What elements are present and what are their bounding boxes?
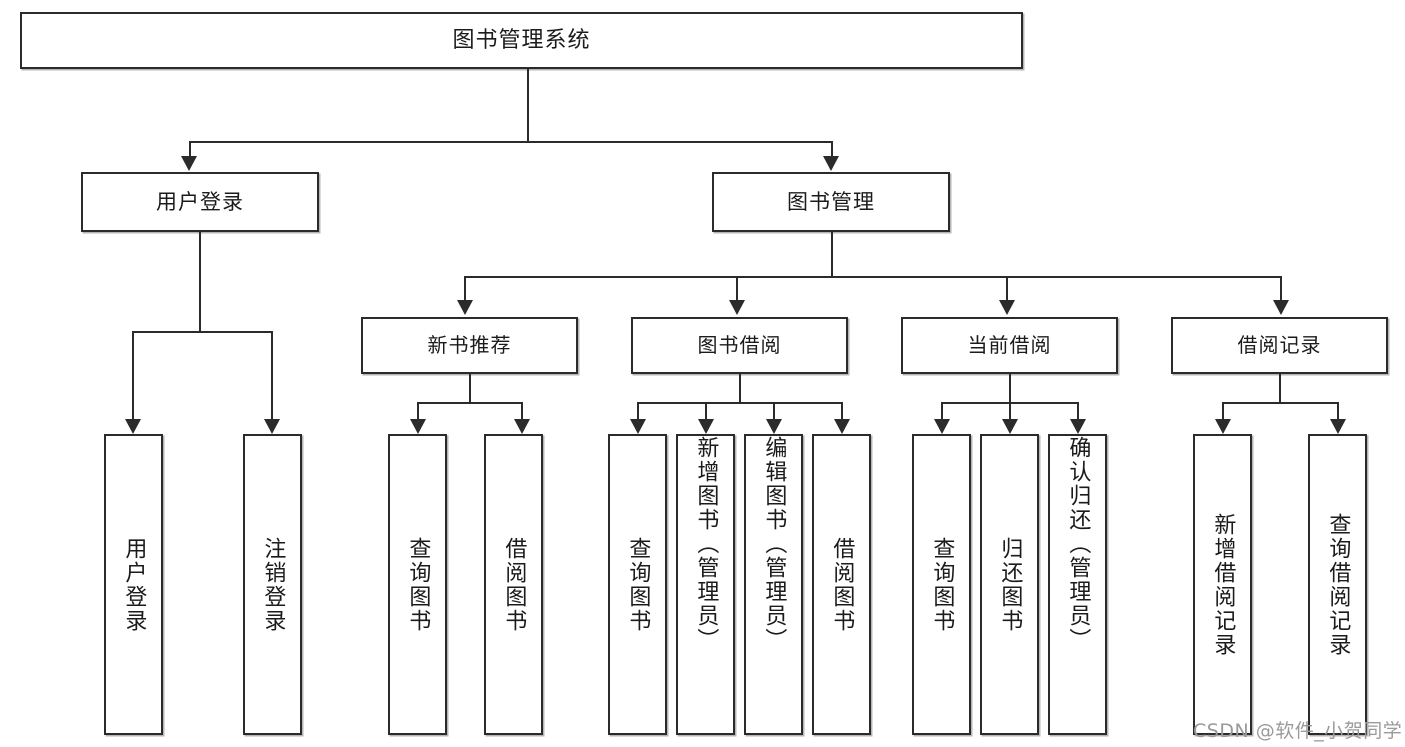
- arrowhead-current-borrow: [999, 300, 1015, 315]
- arrowhead-leaf-add-record: [1215, 419, 1231, 434]
- connector-book-management-bus: [464, 276, 1280, 278]
- arrowhead-leaf-query-book-1: [410, 419, 426, 434]
- connector-bb-drop-1: [637, 402, 639, 421]
- connector-bb-bus: [637, 402, 841, 404]
- connector-bm-drop-3: [1006, 276, 1008, 302]
- arrowhead-leaf-borrow-book-2: [834, 419, 850, 434]
- connector-br-drop-2: [1337, 402, 1339, 421]
- leaf-query-book-3[interactable]: 查询图书: [912, 434, 971, 735]
- arrowhead-leaf-query-record: [1330, 419, 1346, 434]
- connector-root-to-book-management: [831, 141, 833, 158]
- arrowhead-leaf-return-book: [1002, 419, 1018, 434]
- connector-nbr-drop-2: [521, 402, 523, 421]
- connector-bb-stem: [739, 374, 741, 402]
- connector-bm-drop-1: [464, 276, 466, 302]
- leaf-query-record-label: 查询借阅记录: [1325, 512, 1351, 657]
- connector-nbr-stem: [469, 374, 471, 402]
- arrowhead-leaf-add-book: [698, 419, 714, 434]
- arrowhead-leaf-confirm-return: [1070, 419, 1086, 434]
- leaf-borrow-book-1[interactable]: 借阅图书: [484, 434, 543, 735]
- leaf-return-book-label: 归还图书: [997, 536, 1023, 633]
- leaf-query-book-2[interactable]: 查询图书: [608, 434, 667, 735]
- connector-bb-drop-2: [705, 402, 707, 421]
- leaf-add-record[interactable]: 新增借阅记录: [1193, 434, 1252, 735]
- arrowhead-leaf-logout: [264, 419, 280, 434]
- connector-nbr-bus: [417, 402, 521, 404]
- connector-root-to-user-login: [189, 141, 191, 158]
- leaf-edit-book-label: 编辑图书（管理员）: [761, 436, 787, 652]
- arrowhead-leaf-query-book-2: [630, 419, 646, 434]
- node-user-login-label: 用户登录: [156, 189, 244, 214]
- arrowhead-leaf-query-book-3: [934, 419, 950, 434]
- leaf-query-book-3-label: 查询图书: [929, 536, 955, 633]
- leaf-query-book-1[interactable]: 查询图书: [388, 434, 447, 735]
- connector-root-bus: [189, 141, 831, 143]
- arrowhead-user-login: [181, 156, 197, 171]
- connector-cb-stem: [1009, 374, 1011, 402]
- node-book-management[interactable]: 图书管理: [712, 172, 950, 232]
- leaf-add-book[interactable]: 新增图书（管理员）: [676, 434, 735, 735]
- connector-bm-drop-2: [736, 276, 738, 302]
- leaf-return-book[interactable]: 归还图书: [980, 434, 1039, 735]
- node-user-login[interactable]: 用户登录: [81, 172, 319, 232]
- leaf-logout-label: 注销登录: [260, 536, 286, 633]
- node-root-label: 图书管理系统: [452, 27, 591, 53]
- leaf-query-book-2-label: 查询图书: [625, 536, 651, 633]
- arrowhead-book-borrow: [729, 300, 745, 315]
- leaf-user-login-label: 用户登录: [121, 536, 147, 633]
- leaf-add-book-label: 新增图书（管理员）: [693, 436, 719, 652]
- arrowhead-leaf-borrow-book-1: [514, 419, 530, 434]
- leaf-user-login[interactable]: 用户登录: [104, 434, 163, 735]
- connector-book-management-stem: [831, 232, 833, 276]
- arrowhead-book-management: [823, 156, 839, 171]
- node-new-book-recommend-label: 新书推荐: [427, 333, 512, 357]
- connector-bm-drop-4: [1280, 276, 1282, 302]
- node-current-borrow[interactable]: 当前借阅: [901, 317, 1118, 374]
- connector-cb-drop-3: [1077, 402, 1079, 421]
- csdn-watermark: CSDN @软件_小贺同学: [1193, 720, 1403, 742]
- arrowhead-borrow-record: [1273, 300, 1289, 315]
- leaf-borrow-book-1-label: 借阅图书: [501, 536, 527, 633]
- connector-cb-drop-2: [1009, 402, 1011, 421]
- leaf-query-book-1-label: 查询图书: [405, 536, 431, 633]
- leaf-borrow-book-2-label: 借阅图书: [829, 536, 855, 633]
- arrowhead-leaf-edit-book: [766, 419, 782, 434]
- connector-br-stem: [1279, 374, 1281, 402]
- connector-nbr-drop-1: [417, 402, 419, 421]
- node-current-borrow-label: 当前借阅: [967, 333, 1052, 357]
- connector-user-login-drop-2: [271, 331, 273, 421]
- connector-cb-drop-1: [941, 402, 943, 421]
- node-book-management-label: 图书管理: [787, 189, 875, 214]
- node-book-borrow[interactable]: 图书借阅: [631, 317, 848, 374]
- connector-user-login-stem: [199, 232, 201, 331]
- node-borrow-record[interactable]: 借阅记录: [1171, 317, 1388, 374]
- leaf-confirm-return-label: 确认归还（管理员）: [1065, 436, 1091, 652]
- arrowhead-leaf-user-login: [125, 419, 141, 434]
- node-book-borrow-label: 图书借阅: [697, 333, 782, 357]
- arrowhead-new-book-recommend: [457, 300, 473, 315]
- leaf-add-record-label: 新增借阅记录: [1210, 512, 1236, 657]
- connector-bb-drop-4: [841, 402, 843, 421]
- leaf-borrow-book-2[interactable]: 借阅图书: [812, 434, 871, 735]
- node-borrow-record-label: 借阅记录: [1237, 333, 1322, 357]
- connector-br-bus: [1222, 402, 1337, 404]
- connector-user-login-bus: [132, 331, 271, 333]
- node-new-book-recommend[interactable]: 新书推荐: [361, 317, 578, 374]
- connector-bb-drop-3: [773, 402, 775, 421]
- leaf-logout[interactable]: 注销登录: [243, 434, 302, 735]
- leaf-edit-book[interactable]: 编辑图书（管理员）: [744, 434, 803, 735]
- leaf-confirm-return[interactable]: 确认归还（管理员）: [1048, 434, 1107, 735]
- node-root[interactable]: 图书管理系统: [20, 12, 1023, 69]
- connector-user-login-drop-1: [132, 331, 134, 421]
- connector-root-stem: [527, 69, 529, 141]
- leaf-query-record[interactable]: 查询借阅记录: [1308, 434, 1367, 735]
- connector-br-drop-1: [1222, 402, 1224, 421]
